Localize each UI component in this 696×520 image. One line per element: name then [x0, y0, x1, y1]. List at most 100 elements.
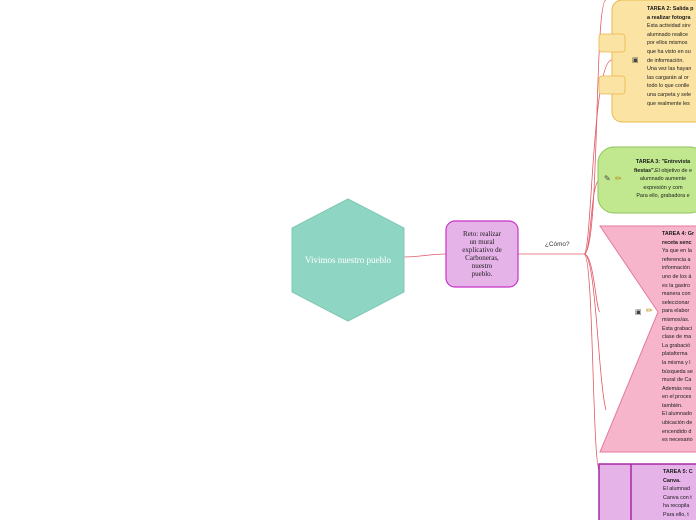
task-text-line: Canva con t — [663, 494, 696, 503]
task-text-line: El alumnado — [662, 410, 696, 419]
reto-line: un mural — [469, 238, 495, 246]
task-text-line-main: clase de ma — [662, 334, 692, 341]
reto-line: Carboneras, — [465, 254, 499, 262]
task-text-line-main: Ya que en la — [662, 248, 692, 255]
task-text-line: Canva. — [663, 477, 696, 486]
task-text-line: Esta grabaci — [662, 325, 696, 334]
reto-node-box[interactable] — [445, 220, 519, 288]
connector-trunk-t3 — [583, 179, 601, 255]
task-text-line: para elabor — [662, 307, 696, 316]
task-text-line: manera con — [662, 290, 696, 299]
task-text-line: plataforma — [662, 350, 696, 359]
task-text-line-main: todo lo que conlle — [647, 83, 690, 90]
connector-trunk-top — [583, 0, 607, 255]
task-text-line-main: TAREA 2: Salida p — [647, 6, 694, 12]
task-text-line-main: El alumnad — [663, 486, 690, 493]
reto-line: pueblo. — [471, 270, 493, 278]
task-text-line: expresión y com — [630, 184, 696, 193]
task-text-line-main: manera con — [662, 291, 691, 298]
task-text-line: búsqueda se — [662, 368, 696, 377]
camera-icon: ▣ — [635, 309, 642, 316]
task-text-line: una carpeta y sele — [647, 91, 696, 100]
task-text-line-main: de información. — [647, 57, 684, 64]
task-text-line: de información. — [647, 57, 696, 66]
task-text-line: TAREA 3: "Entrevista — [630, 158, 696, 167]
task-text-line-main: Además rea — [662, 385, 692, 392]
task-text-line: que realmente les — [647, 100, 696, 109]
task-text-line: Además rea — [662, 385, 696, 394]
task-text-line-main: que realmente les — [647, 100, 690, 107]
connector-trunk-t2 — [583, 59, 613, 255]
task-text-line-main: Una vez las hayan — [647, 66, 692, 73]
task-text-line: Ya que en la — [662, 247, 696, 256]
task-text-line-main: expresión y com — [643, 184, 683, 191]
task-text-line: seleccionar — [662, 299, 696, 308]
task-text-line-main: para elabor — [662, 308, 690, 315]
microphone-icon: ✎ — [604, 174, 611, 183]
task-text-line: Para ello, t — [663, 511, 696, 520]
task-text-line-main: Para ello, t — [663, 511, 689, 518]
task-text-line-main: información — [662, 265, 690, 272]
task-text-line-main: también. — [662, 402, 683, 409]
connector-trunk-t4 — [583, 253, 601, 313]
task-text-line: Para ello, grabadora e — [630, 192, 696, 201]
task2-tab — [598, 75, 626, 95]
task-text-line-main: Esta actividad sirv — [647, 23, 691, 30]
task-text-line: uno de los á — [662, 273, 696, 282]
task5-node-box[interactable] — [598, 463, 696, 520]
task-text-line-main: mural de Ca — [662, 377, 692, 384]
task-text-line: ubicación de — [662, 419, 696, 428]
pencil-icon: ✏ — [646, 306, 653, 315]
task-text-line-main: Canva. — [663, 477, 681, 484]
task-text-line-main: una carpeta y sele — [647, 91, 692, 98]
task-text-line-main: por ellos mismos — [647, 40, 688, 47]
task-text-line-main: La grabació — [662, 342, 691, 349]
connectors — [403, 0, 613, 473]
task-text-line-main: alumnado aumente — [639, 176, 687, 183]
task-text-line-main: receta senc — [662, 239, 692, 246]
reto-node-label: Reto: realizar un mural explicativo de C… — [446, 222, 518, 286]
task-text-line-main: TAREA 4: Gr — [662, 231, 695, 237]
task-text-line-main: fiestas". — [633, 167, 656, 174]
task-text-line-main: Canva con t — [663, 494, 692, 501]
task-text-line: mismos/as. — [662, 316, 696, 325]
connector-trunk-t5 — [583, 253, 601, 473]
task-text-line-main: búsqueda se — [662, 368, 693, 375]
task-text-line-main: mismos/as. — [662, 316, 690, 323]
task-text-line-main: en el proces — [662, 394, 692, 401]
task4-node-shape[interactable] — [599, 225, 696, 453]
task-text-line: por ellos mismos — [647, 39, 696, 48]
task-text-line: clase de ma — [662, 333, 696, 342]
task-text-line: fiestas".El objetivo de e — [630, 167, 696, 176]
task-text-line-main: plataforma — [662, 351, 688, 358]
root-node-hexagon[interactable] — [291, 198, 405, 322]
task-text-line: TAREA 4: Gr — [662, 230, 696, 239]
task-text-line-main: alumnado realice — [647, 31, 689, 38]
task-text-line: encendido d — [662, 428, 696, 437]
task-text-line: las cargarán al or — [647, 74, 696, 83]
task-text-line: es necesario — [662, 436, 696, 445]
task-text-line: El alumnad — [663, 485, 696, 494]
task-text-line-main: que ha visto en su — [647, 48, 691, 55]
task-text-line: que ha visto en su — [647, 48, 696, 57]
reto-line: explicativo de — [462, 246, 502, 254]
task-text-line: también. — [662, 402, 696, 411]
task-text-line-main: seleccionar — [662, 299, 690, 306]
reto-line: Reto: realizar — [463, 230, 501, 238]
task-text-line: es la gastro — [662, 282, 696, 291]
task-text-line-main: a realizar fotogra — [647, 14, 691, 21]
task-text-line: alumnado aumente — [630, 175, 696, 184]
task2-node-box[interactable] — [611, 0, 696, 123]
task-text-line-main: encendido d — [662, 428, 692, 435]
task-text-line: TAREA 2: Salida p — [647, 5, 696, 14]
connector-root-reto — [403, 253, 447, 258]
task-text-line-rest: El objetivo de e — [655, 167, 692, 174]
task-text-line: Una vez las hayan — [647, 65, 696, 74]
task-text-line: La grabació — [662, 342, 696, 351]
task3-node-box[interactable] — [597, 146, 696, 214]
reto-line: nuestro — [471, 262, 493, 270]
